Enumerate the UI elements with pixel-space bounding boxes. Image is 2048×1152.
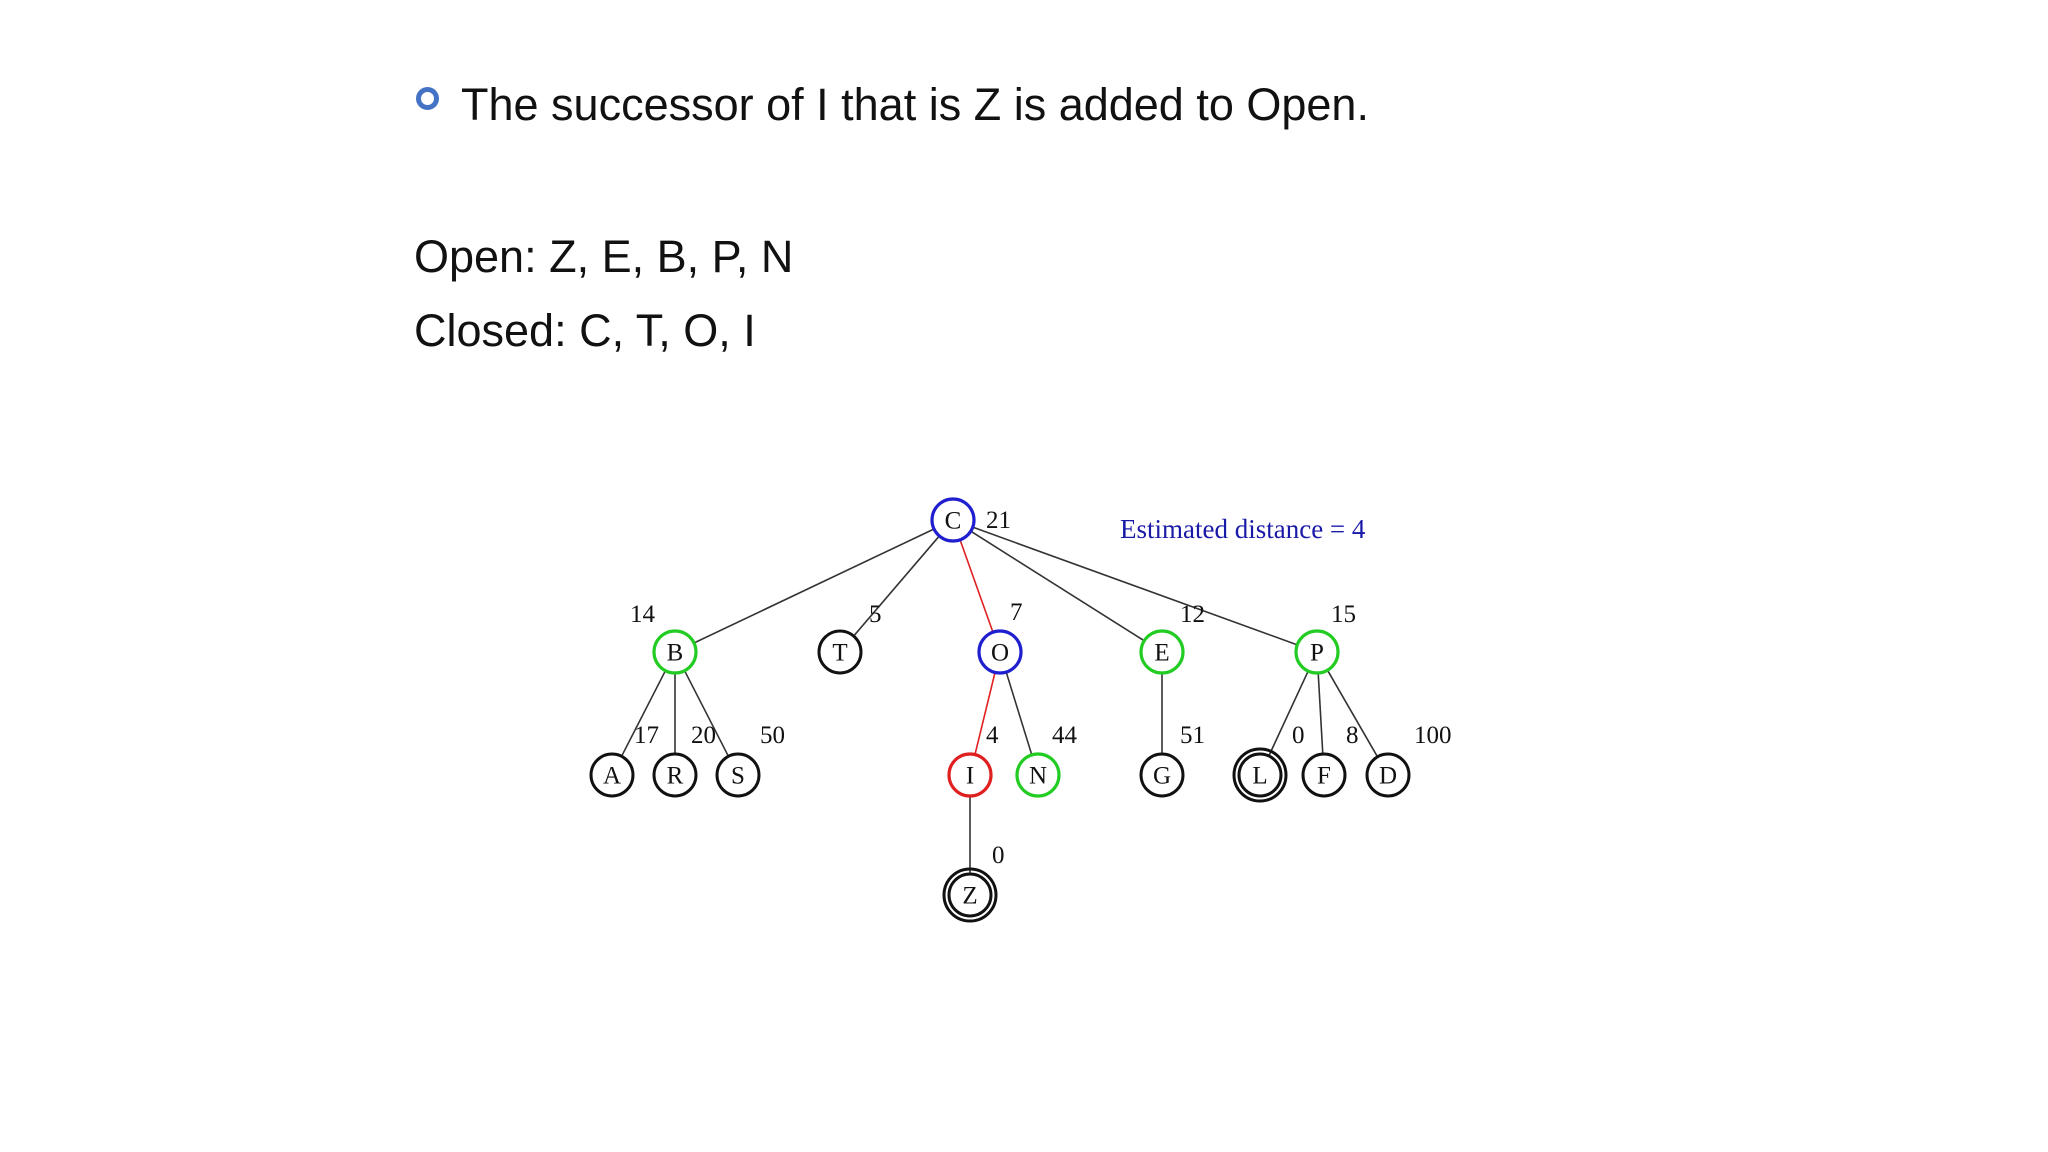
node-a: A [589,752,635,798]
edge-o-i [974,672,996,755]
node-s: S [715,752,761,798]
node-label: Z [962,883,977,910]
cost-label-g: 51 [1180,722,1205,749]
node-label: L [1252,763,1267,790]
node-o: O [977,629,1023,675]
node-label: C [945,508,962,535]
cost-label-z: 0 [992,842,1005,869]
cost-label-e: 12 [1180,601,1205,628]
node-circle [589,752,635,798]
node-circle [1015,752,1061,798]
cost-label-n: 44 [1052,722,1078,749]
node-circle [1139,752,1185,798]
node-label: P [1310,640,1324,667]
node-circle [1237,752,1283,798]
node-label: B [667,640,684,667]
node-g: G [1139,752,1185,798]
edge-p-l [1268,670,1309,757]
node-circle [652,629,698,675]
cost-label-r: 20 [691,722,716,749]
node-label: E [1154,640,1169,667]
node-circle [652,752,698,798]
node-f: F [1301,752,1347,798]
node-circle [947,752,993,798]
tree-nodes: C B T O E P A R S I N G L F D Z [589,497,1411,923]
cost-label-t: 5 [869,601,882,628]
node-b: B [652,629,698,675]
edge-c-b [693,528,935,644]
node-label: O [991,640,1009,667]
node-z: Z [942,867,998,923]
node-label: T [832,640,847,667]
edge-p-f [1317,672,1324,755]
node-circle [715,752,761,798]
node-r: R [652,752,698,798]
node-d: D [1365,752,1411,798]
node-label: N [1029,763,1047,790]
node-label: A [603,763,621,790]
bullet-text: The successor of I that is Z is added to… [461,79,1369,130]
edge-c-p [972,526,1298,646]
node-circle [1294,629,1340,675]
open-list-text: Open: Z, E, B, P, N [414,231,794,282]
cost-label-s: 50 [760,722,785,749]
node-t: T [817,629,863,675]
edge-c-o [959,539,994,633]
node-label: D [1379,763,1397,790]
edge-c-e [970,530,1145,642]
edge-c-t [853,535,940,637]
cost-label-b: 14 [630,601,656,628]
cost-label-o: 7 [1010,599,1023,626]
node-label: S [731,763,745,790]
node-circle [817,629,863,675]
edge-b-a [620,670,667,757]
cost-label-f: 8 [1346,722,1359,749]
bullet-circle-icon [416,87,439,110]
node-c: C [930,497,976,543]
tree-edges [620,526,1379,874]
node-n: N [1015,752,1061,798]
node-circle [1139,629,1185,675]
edge-p-d [1326,669,1379,758]
edge-b-s [683,670,730,757]
node-circle [930,497,976,543]
cost-label-p: 15 [1331,601,1356,628]
node-l: L [1232,747,1288,803]
goal-ring [1232,747,1288,803]
cost-label-i: 4 [986,722,999,749]
node-circle [977,629,1023,675]
bullet-item: The successor of I that is Z is added to… [416,78,1369,132]
node-circle [1365,752,1411,798]
node-label: I [966,763,974,790]
edge-o-n [1005,671,1033,756]
node-i: I [947,752,993,798]
node-label: R [667,763,684,790]
cost-label-d: 100 [1414,722,1452,749]
node-label: G [1153,763,1171,790]
closed-list-text: Closed: C, T, O, I [414,305,756,356]
node-label: F [1317,763,1331,790]
node-e: E [1139,629,1185,675]
cost-label-l: 0 [1292,722,1305,749]
goal-ring [942,867,998,923]
node-circle [1301,752,1347,798]
node-p: P [1294,629,1340,675]
node-circle [947,872,993,918]
cost-label-a: 17 [634,722,659,749]
estimated-distance-label: Estimated distance = 4 [1120,514,1366,544]
cost-label-c: 21 [986,507,1011,534]
